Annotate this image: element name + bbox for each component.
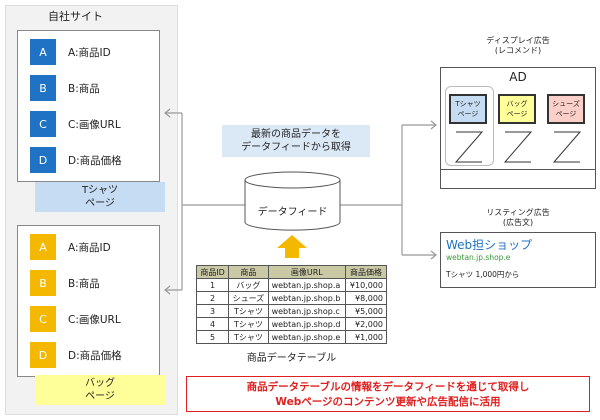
table-cell: ¥10,000: [345, 278, 387, 292]
title-line: (広告文): [502, 218, 534, 227]
field-key-d: D: [30, 342, 56, 368]
note-line: データフィードから取得: [241, 142, 351, 153]
field-key-c: C: [30, 306, 56, 332]
table-cell: 4: [195, 317, 230, 331]
card-line: Tシャツ: [455, 100, 481, 108]
data-feed-label: データフィード: [257, 207, 328, 218]
field-key-c: C: [30, 111, 56, 137]
table-cell: シューズ: [228, 291, 269, 305]
field-key-d: D: [30, 147, 56, 173]
table-cell: 1: [195, 278, 230, 292]
field-key-b: B: [30, 270, 56, 296]
image-placeholder-icons: [454, 131, 582, 163]
field-key-a: A: [30, 234, 56, 260]
listing-ad-title: リスティング広告(広告文): [440, 208, 596, 228]
ad-card-tshirt[interactable]: Tシャツページ: [449, 94, 487, 124]
summary-box: 商品データテーブルの情報をデータフィードを通じて取得し Webページのコンテンツ更…: [186, 376, 590, 412]
feed-note: 最新の商品データをデータフィードから取得: [222, 125, 370, 157]
field-label: B:商品: [68, 277, 100, 290]
table-cell: ¥1,000: [345, 330, 387, 344]
field-label: D:商品価格: [68, 154, 122, 167]
table-cell: 2: [195, 291, 230, 305]
ad-headline[interactable]: Web担ショップ: [446, 238, 533, 252]
label-line: バッグ: [85, 378, 115, 389]
col-header: 商品ID: [195, 265, 230, 279]
field-label: A:商品ID: [68, 46, 111, 59]
table-caption: 商品データテーブル: [246, 353, 337, 364]
note-line: 最新の商品データを: [251, 129, 341, 140]
table-cell: 3: [195, 304, 230, 318]
database-cylinder-icon: [244, 171, 341, 231]
summary-line: Webページのコンテンツ更新や広告配信に活用: [275, 396, 501, 408]
display-ad-title: ディスプレイ広告(レコメンド): [440, 36, 596, 56]
table-cell: バッグ: [228, 278, 269, 292]
ad-url: webtan.jp.shop.e: [446, 253, 511, 262]
table-cell: Tシャツ: [228, 304, 269, 318]
field-label: C:画像URL: [68, 313, 121, 326]
card-line: ページ: [457, 110, 479, 118]
title-line: リスティング広告: [486, 208, 550, 217]
divider: [441, 169, 595, 170]
up-arrow-icon: [277, 235, 307, 258]
field-label: C:画像URL: [68, 118, 121, 131]
col-header: 画像URL: [267, 265, 347, 279]
table-cell: ¥8,000: [345, 291, 387, 305]
tshirt-page-label: Tシャツページ: [35, 182, 165, 212]
highlight-frame: [445, 86, 494, 166]
table-cell: ¥2,000: [345, 317, 387, 331]
field-label: A:商品ID: [68, 241, 111, 254]
table-cell: webtan.jp.shop.a: [267, 278, 347, 292]
table-cell: webtan.jp.shop.b: [267, 291, 347, 305]
ad-card-bag[interactable]: バッグページ: [498, 94, 536, 124]
col-header: 商品: [228, 265, 269, 279]
title-line: ディスプレイ広告: [486, 36, 550, 45]
label-line: ページ: [85, 198, 115, 209]
field-key-b: B: [30, 75, 56, 101]
card-line: バッグ: [506, 100, 528, 108]
table-cell: webtan.jp.shop.c: [267, 304, 347, 318]
table-cell: webtan.jp.shop.e: [267, 330, 347, 344]
field-label: D:商品価格: [68, 349, 122, 362]
table-cell: 5: [195, 330, 230, 344]
bag-page-label: バッグページ: [35, 375, 165, 405]
table-cell: Tシャツ: [228, 317, 269, 331]
field-key-a: A: [30, 39, 56, 65]
tshirt-page-box: A A:商品ID B B:商品 C C:画像URL D D:商品価格: [17, 30, 160, 182]
display-ad-box: AD Tシャツページ バッグページ シューズページ: [440, 67, 596, 189]
field-label: B:商品: [68, 82, 100, 95]
ad-label: AD: [509, 70, 527, 84]
title-line: (レコメンド): [494, 46, 542, 55]
own-site-title: 自社サイト: [48, 10, 103, 23]
label-line: Tシャツ: [81, 185, 119, 196]
summary-line: 商品データテーブルの情報をデータフィードを通じて取得し: [246, 381, 530, 393]
ad-text: Tシャツ 1,000円から: [446, 270, 520, 279]
label-line: ページ: [85, 391, 115, 402]
table-cell: ¥5,000: [345, 304, 387, 318]
table-cell: Tシャツ: [228, 330, 269, 344]
listing-ad-box[interactable]: Web担ショップ webtan.jp.shop.e Tシャツ 1,000円から: [440, 232, 596, 288]
card-line: ページ: [506, 110, 528, 118]
card-line: シューズ: [552, 100, 580, 108]
col-header: 商品価格: [345, 265, 387, 279]
table-cell: webtan.jp.shop.d: [267, 317, 347, 331]
ad-card-shoes[interactable]: シューズページ: [547, 94, 585, 124]
card-line: ページ: [555, 110, 577, 118]
